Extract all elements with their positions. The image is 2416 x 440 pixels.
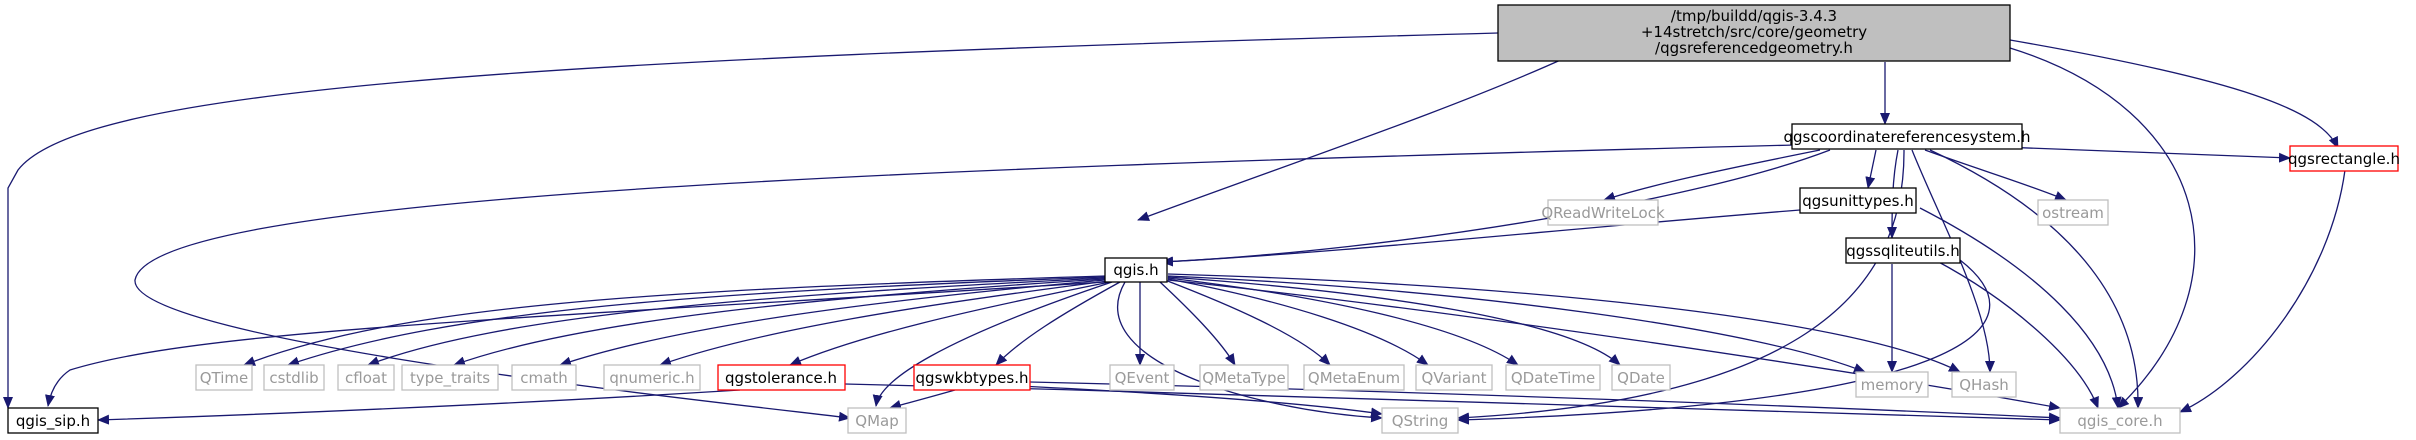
node-qmetatype[interactable]: QMetaType xyxy=(1199,364,1289,391)
node-label: qgswkbtypes.h xyxy=(916,369,1029,387)
edge-qgis-qmap xyxy=(872,281,1113,407)
edge-sqliteutils-core xyxy=(1934,259,2099,409)
node-qmetaenum[interactable]: QMetaEnum xyxy=(1303,364,1405,391)
edge-crs-qgis xyxy=(1161,149,1831,267)
edge-sqliteutils-qstring xyxy=(1457,259,1991,425)
root-label-line-2: +14stretch/src/core/geometry xyxy=(1641,23,1867,41)
edge-qgis-qmetatype xyxy=(1159,281,1236,366)
node-qdatetime[interactable]: QDateTime xyxy=(1505,364,1601,391)
node-label: QMap xyxy=(855,412,898,430)
edge-qgis-tolerance xyxy=(789,281,1111,366)
edge-wkbtypes-qmap xyxy=(889,389,956,410)
node-cmath[interactable]: cmath xyxy=(511,364,577,391)
node-label: qgis_sip.h xyxy=(16,412,90,431)
node-label: QEvent xyxy=(1115,369,1170,387)
node-label: QTime xyxy=(200,369,249,387)
node-label: QHash xyxy=(1959,376,2009,394)
node-label: QDate xyxy=(1617,369,1665,387)
node-qnumeric[interactable]: qnumeric.h xyxy=(603,364,701,391)
node-label: memory xyxy=(1861,376,1924,394)
node-label: ostream xyxy=(2042,204,2104,222)
node-label: qgssqliteutils.h xyxy=(1846,242,1959,260)
node-label: qgis.h xyxy=(1113,261,1158,279)
node-label: qgsunittypes.h xyxy=(1802,192,1914,210)
dependency-edges xyxy=(3,32,2346,425)
node-type-traits[interactable]: type_traits xyxy=(401,364,499,391)
node-qgssqliteutils[interactable]: qgssqliteutils.h xyxy=(1845,237,1961,264)
edge-qgis-qhash xyxy=(1167,273,1961,373)
node-qreadwritelock[interactable]: QReadWriteLock xyxy=(1541,199,1665,226)
node-label: QMetaEnum xyxy=(1308,369,1400,387)
edge-qgis-qstring xyxy=(1117,281,1383,423)
node-qgsunittypes[interactable]: qgsunittypes.h xyxy=(1799,187,1917,214)
edge-qgis-sip xyxy=(45,281,1106,407)
node-qgis-core[interactable]: qgis_core.h xyxy=(2059,407,2181,434)
edge-qgis-cstdlib xyxy=(287,276,1106,367)
node-label: qgstolerance.h xyxy=(725,369,837,387)
node-ostream[interactable]: ostream xyxy=(2037,199,2109,226)
node-label: qnumeric.h xyxy=(609,369,694,387)
edge-qgis-qmetaenum xyxy=(1164,279,1331,366)
edge-root-core xyxy=(2009,47,2196,409)
node-label: qgsrectangle.h xyxy=(2288,150,2400,168)
node-label: QReadWriteLock xyxy=(1541,204,1665,222)
node-qmap[interactable]: QMap xyxy=(847,407,907,434)
node-memory[interactable]: memory xyxy=(1855,371,1929,398)
edge-unittypes-core xyxy=(1919,207,2122,409)
edge-crs-unittypes xyxy=(1865,149,1877,189)
edge-qgis-cmath xyxy=(559,279,1106,367)
node-qtime[interactable]: QTime xyxy=(195,364,253,391)
edge-qgis-qdate xyxy=(1167,276,1621,366)
node-label: QString xyxy=(1392,412,1449,430)
node-cfloat[interactable]: cfloat xyxy=(337,364,395,391)
node-qgstolerance[interactable]: qgstolerance.h xyxy=(717,364,846,391)
edge-qgis-qtime xyxy=(243,275,1106,366)
node-label: QVariant xyxy=(1421,369,1486,387)
edge-crs-qhash xyxy=(1911,149,1995,373)
edge-crs-core xyxy=(1929,149,2144,409)
edge-root-qgis xyxy=(1137,57,1566,221)
edge-tolerance-core xyxy=(844,383,2061,425)
node-qdate[interactable]: QDate xyxy=(1611,364,1671,391)
edge-root-rectangle xyxy=(2009,39,2339,149)
edge-qgis-type_traits xyxy=(453,278,1106,367)
node-root[interactable]: /tmp/buildd/qgis-3.4.3 +14stretch/src/co… xyxy=(1497,4,2011,62)
edge-rectangle-core xyxy=(2179,169,2346,413)
edge-qgis-qnumeric xyxy=(659,280,1109,367)
node-label: cfloat xyxy=(345,369,387,387)
edge-unittypes-qgis xyxy=(1161,209,1801,267)
edge-qgis-memory xyxy=(1167,275,1866,373)
node-label: QMetaType xyxy=(1202,369,1286,387)
root-label-line-3: /qgsreferencedgeometry.h xyxy=(1655,39,1853,57)
node-label: QDateTime xyxy=(1511,369,1595,387)
node-qgis[interactable]: qgis.h xyxy=(1104,257,1168,283)
node-qgsrectangle[interactable]: qgsrectangle.h xyxy=(2288,145,2400,172)
edge-qgis-wkbtypes xyxy=(995,281,1121,366)
node-label: cstdlib xyxy=(269,369,318,387)
node-label: qgis_core.h xyxy=(2077,412,2162,431)
node-qstring[interactable]: QString xyxy=(1381,407,1459,434)
edge-root-sip xyxy=(3,32,1499,409)
edge-wkbtypes-qstring xyxy=(1019,385,1383,418)
node-qhash[interactable]: QHash xyxy=(1951,371,2017,398)
node-cstdlib[interactable]: cstdlib xyxy=(263,364,325,391)
edge-qgis-qdatetime xyxy=(1167,277,1519,366)
node-label: type_traits xyxy=(410,369,490,388)
node-qgis-sip[interactable]: qgis_sip.h xyxy=(7,407,99,434)
node-label: cmath xyxy=(520,369,567,387)
edge-qgis-qvariant xyxy=(1167,278,1429,366)
node-qvariant[interactable]: QVariant xyxy=(1415,364,1493,391)
node-qevent[interactable]: QEvent xyxy=(1109,364,1175,391)
edge-tolerance-sip xyxy=(97,389,741,425)
node-qgscoordinatereferencesystem[interactable]: qgscoordinatereferencesystem.h xyxy=(1784,123,2031,150)
edge-crs-rwlock xyxy=(1603,149,1821,202)
root-label-line-1: /tmp/buildd/qgis-3.4.3 xyxy=(1671,7,1837,25)
node-qgswkbtypes[interactable]: qgswkbtypes.h xyxy=(913,364,1031,391)
node-label: qgscoordinatereferencesystem.h xyxy=(1784,128,2031,146)
